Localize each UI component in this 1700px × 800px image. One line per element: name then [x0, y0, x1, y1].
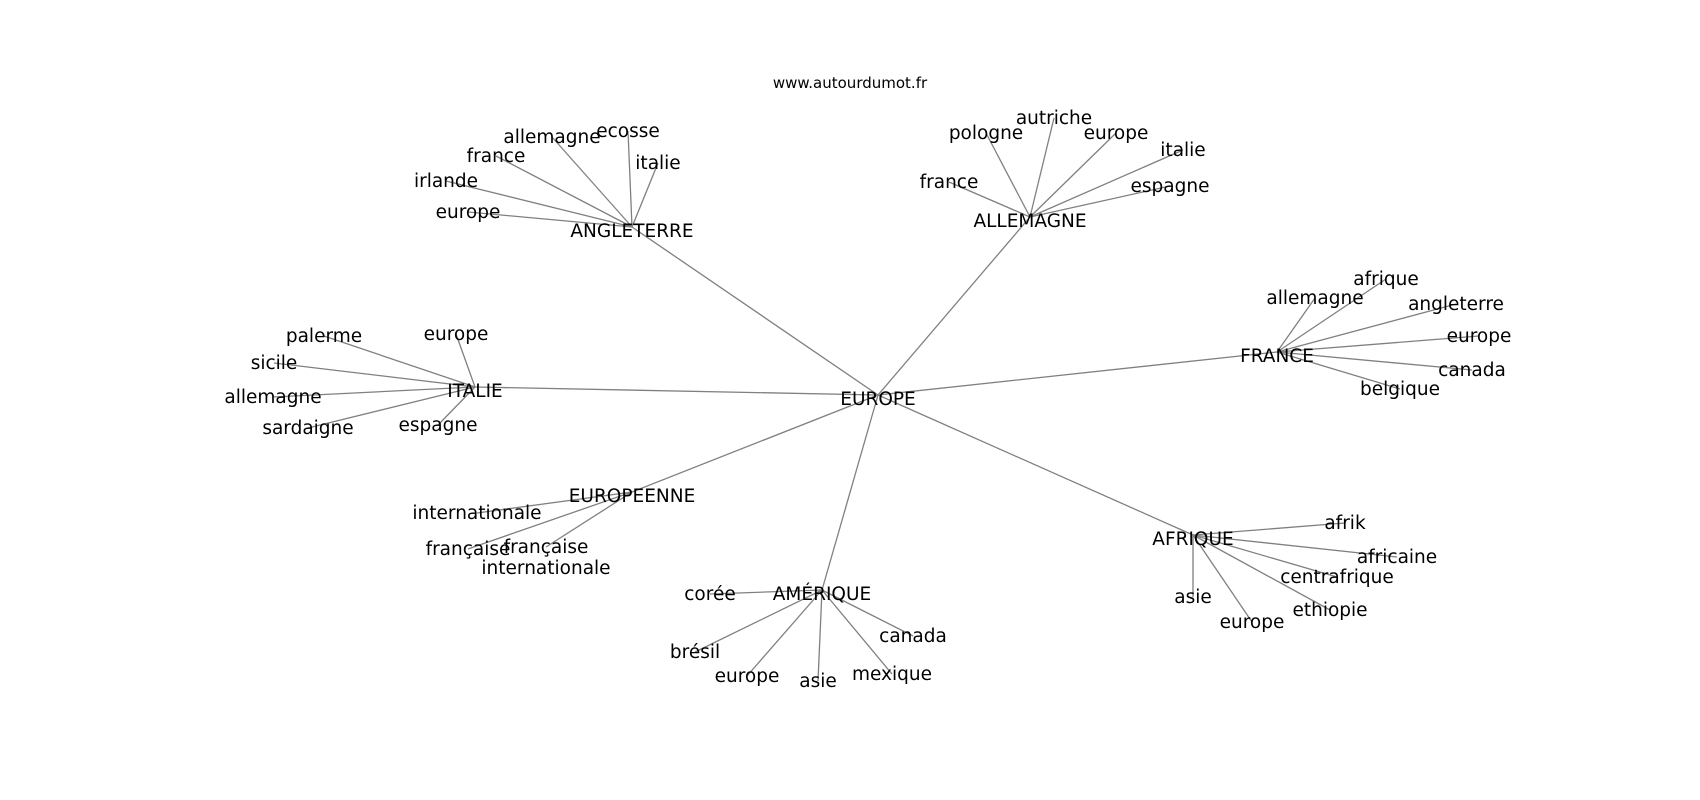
leaf-node-label: europe	[424, 324, 489, 345]
edge-italie-leaf	[307, 386, 476, 429]
edge-allemagne-leaf	[985, 132, 1031, 218]
leaf-node-label: allemagne	[224, 387, 321, 408]
leaf-node-label: internationale	[412, 503, 541, 524]
leaf-node-label: europe	[1220, 612, 1285, 633]
leaf-node-label: sicile	[251, 353, 298, 374]
hub-node-label: ANGLETERRE	[570, 221, 693, 242]
leaf-node-label: brésil	[670, 642, 720, 663]
leaf-node-label: allemagne	[503, 127, 600, 148]
leaf-node-label: canada	[1438, 360, 1506, 381]
edge-amerique-leaf	[694, 589, 823, 653]
leaf-node-label: angleterre	[1408, 294, 1504, 315]
edge-angleterre-leaf	[467, 211, 633, 228]
leaf-node-label: sardaigne	[262, 418, 353, 439]
leaf-node-label: mexique	[852, 664, 932, 685]
edge-amerique-leaf	[821, 589, 914, 637]
leaf-node-label: espagne	[399, 415, 478, 436]
edge-afrique-leaf	[1192, 522, 1346, 536]
graph-edges	[272, 117, 1480, 682]
leaf-node-label: europe	[715, 666, 780, 687]
hub-node-label: FRANCE	[1240, 346, 1314, 367]
leaf-node-label: europe	[1084, 123, 1149, 144]
edge-angleterre-leaf	[627, 130, 633, 228]
edge-italie-leaf	[323, 335, 476, 388]
leaf-node-label: allemagne	[1266, 288, 1363, 309]
edge-italie-leaf	[455, 333, 476, 388]
edge-angleterre-leaf	[631, 162, 659, 228]
edge-afrique-leaf	[1192, 534, 1331, 611]
edge-angleterre-leaf	[445, 180, 633, 228]
edge-france-leaf	[1276, 303, 1457, 353]
leaf-node-label: ethiopie	[1292, 600, 1367, 621]
hub-node-label: EUROPEENNE	[569, 486, 696, 507]
edge-europeenne-leaf	[476, 491, 633, 514]
root-node-label: EUROPE	[840, 389, 916, 410]
edge-italie-leaf	[272, 386, 476, 398]
edge-france-leaf	[1276, 297, 1316, 353]
edge-root-afrique	[877, 394, 1194, 536]
edge-france-leaf	[1276, 335, 1480, 353]
leaf-node-label: afrique	[1353, 269, 1418, 290]
leaf-node-label: asie	[1174, 587, 1212, 608]
leaf-node-label: palerme	[286, 326, 362, 347]
edge-france-leaf	[1276, 351, 1473, 371]
edge-root-allemagne	[877, 216, 1031, 396]
graph-labels: EUROPEANGLETERREecosseallemagneitaliefra…	[224, 108, 1511, 692]
edge-root-italie	[474, 386, 879, 396]
leaf-node-label: france	[467, 146, 526, 167]
edge-italie-leaf	[437, 386, 476, 426]
edge-root-europeenne	[631, 394, 879, 493]
edge-amerique-leaf	[709, 589, 823, 595]
edge-afrique-leaf	[1192, 534, 1338, 578]
leaf-node-label: pologne	[949, 123, 1023, 144]
site-url: www.autourdumot.fr	[773, 74, 928, 92]
leaf-node-label: france	[920, 172, 979, 193]
edge-amerique-leaf	[746, 589, 823, 677]
edge-root-france	[877, 351, 1278, 396]
edge-afrique-leaf	[1192, 534, 1253, 623]
leaf-node-label: belgique	[1360, 379, 1440, 400]
edge-allemagne-leaf	[1029, 149, 1184, 218]
leaf-node-label: africaine	[1357, 547, 1437, 568]
edge-allemagne-leaf	[1029, 132, 1117, 218]
edge-europeenne-leaf	[545, 491, 633, 548]
edge-allemagne-leaf	[1029, 117, 1055, 218]
leaf-node-label: espagne	[1131, 176, 1210, 197]
edge-root-angleterre	[631, 226, 879, 396]
hub-node-label: AMÉRIQUE	[773, 583, 871, 605]
edge-root-amerique	[821, 394, 879, 591]
leaf-node-label: asie	[799, 671, 837, 692]
hub-node-label: ITALIE	[447, 381, 502, 402]
leaf-node-label: corée	[684, 584, 735, 605]
edge-italie-leaf	[273, 362, 476, 388]
leaf-node-label: canada	[879, 626, 947, 647]
hub-node-label: ALLEMAGNE	[973, 211, 1086, 232]
leaf-node-label: irlande	[414, 171, 478, 192]
edge-france-leaf	[1276, 278, 1387, 353]
edge-angleterre-leaf	[551, 136, 633, 228]
leaf-node-label: autriche	[1016, 108, 1092, 129]
leaf-node-label: centrafrique	[1280, 567, 1394, 588]
edge-allemagne-leaf	[948, 181, 1031, 218]
hub-node-label: AFRIQUE	[1152, 529, 1233, 550]
leaf-node-label: italie	[635, 153, 680, 174]
edge-allemagne-leaf	[1029, 185, 1171, 218]
edge-afrique-leaf	[1192, 534, 1398, 558]
leaf-node-label: italie	[1160, 140, 1205, 161]
edge-europeenne-leaf	[467, 491, 633, 550]
leaf-node-label: europe	[1447, 326, 1512, 347]
leaf-node-label: ecosse	[596, 121, 660, 142]
edge-france-leaf	[1276, 351, 1401, 390]
leaf-node-label: afrik	[1324, 513, 1366, 534]
edge-angleterre-leaf	[495, 155, 633, 228]
leaf-node-label: française	[426, 539, 511, 560]
edge-amerique-leaf	[817, 589, 823, 682]
edge-amerique-leaf	[821, 589, 893, 675]
leaf-node-label: europe	[436, 202, 501, 223]
